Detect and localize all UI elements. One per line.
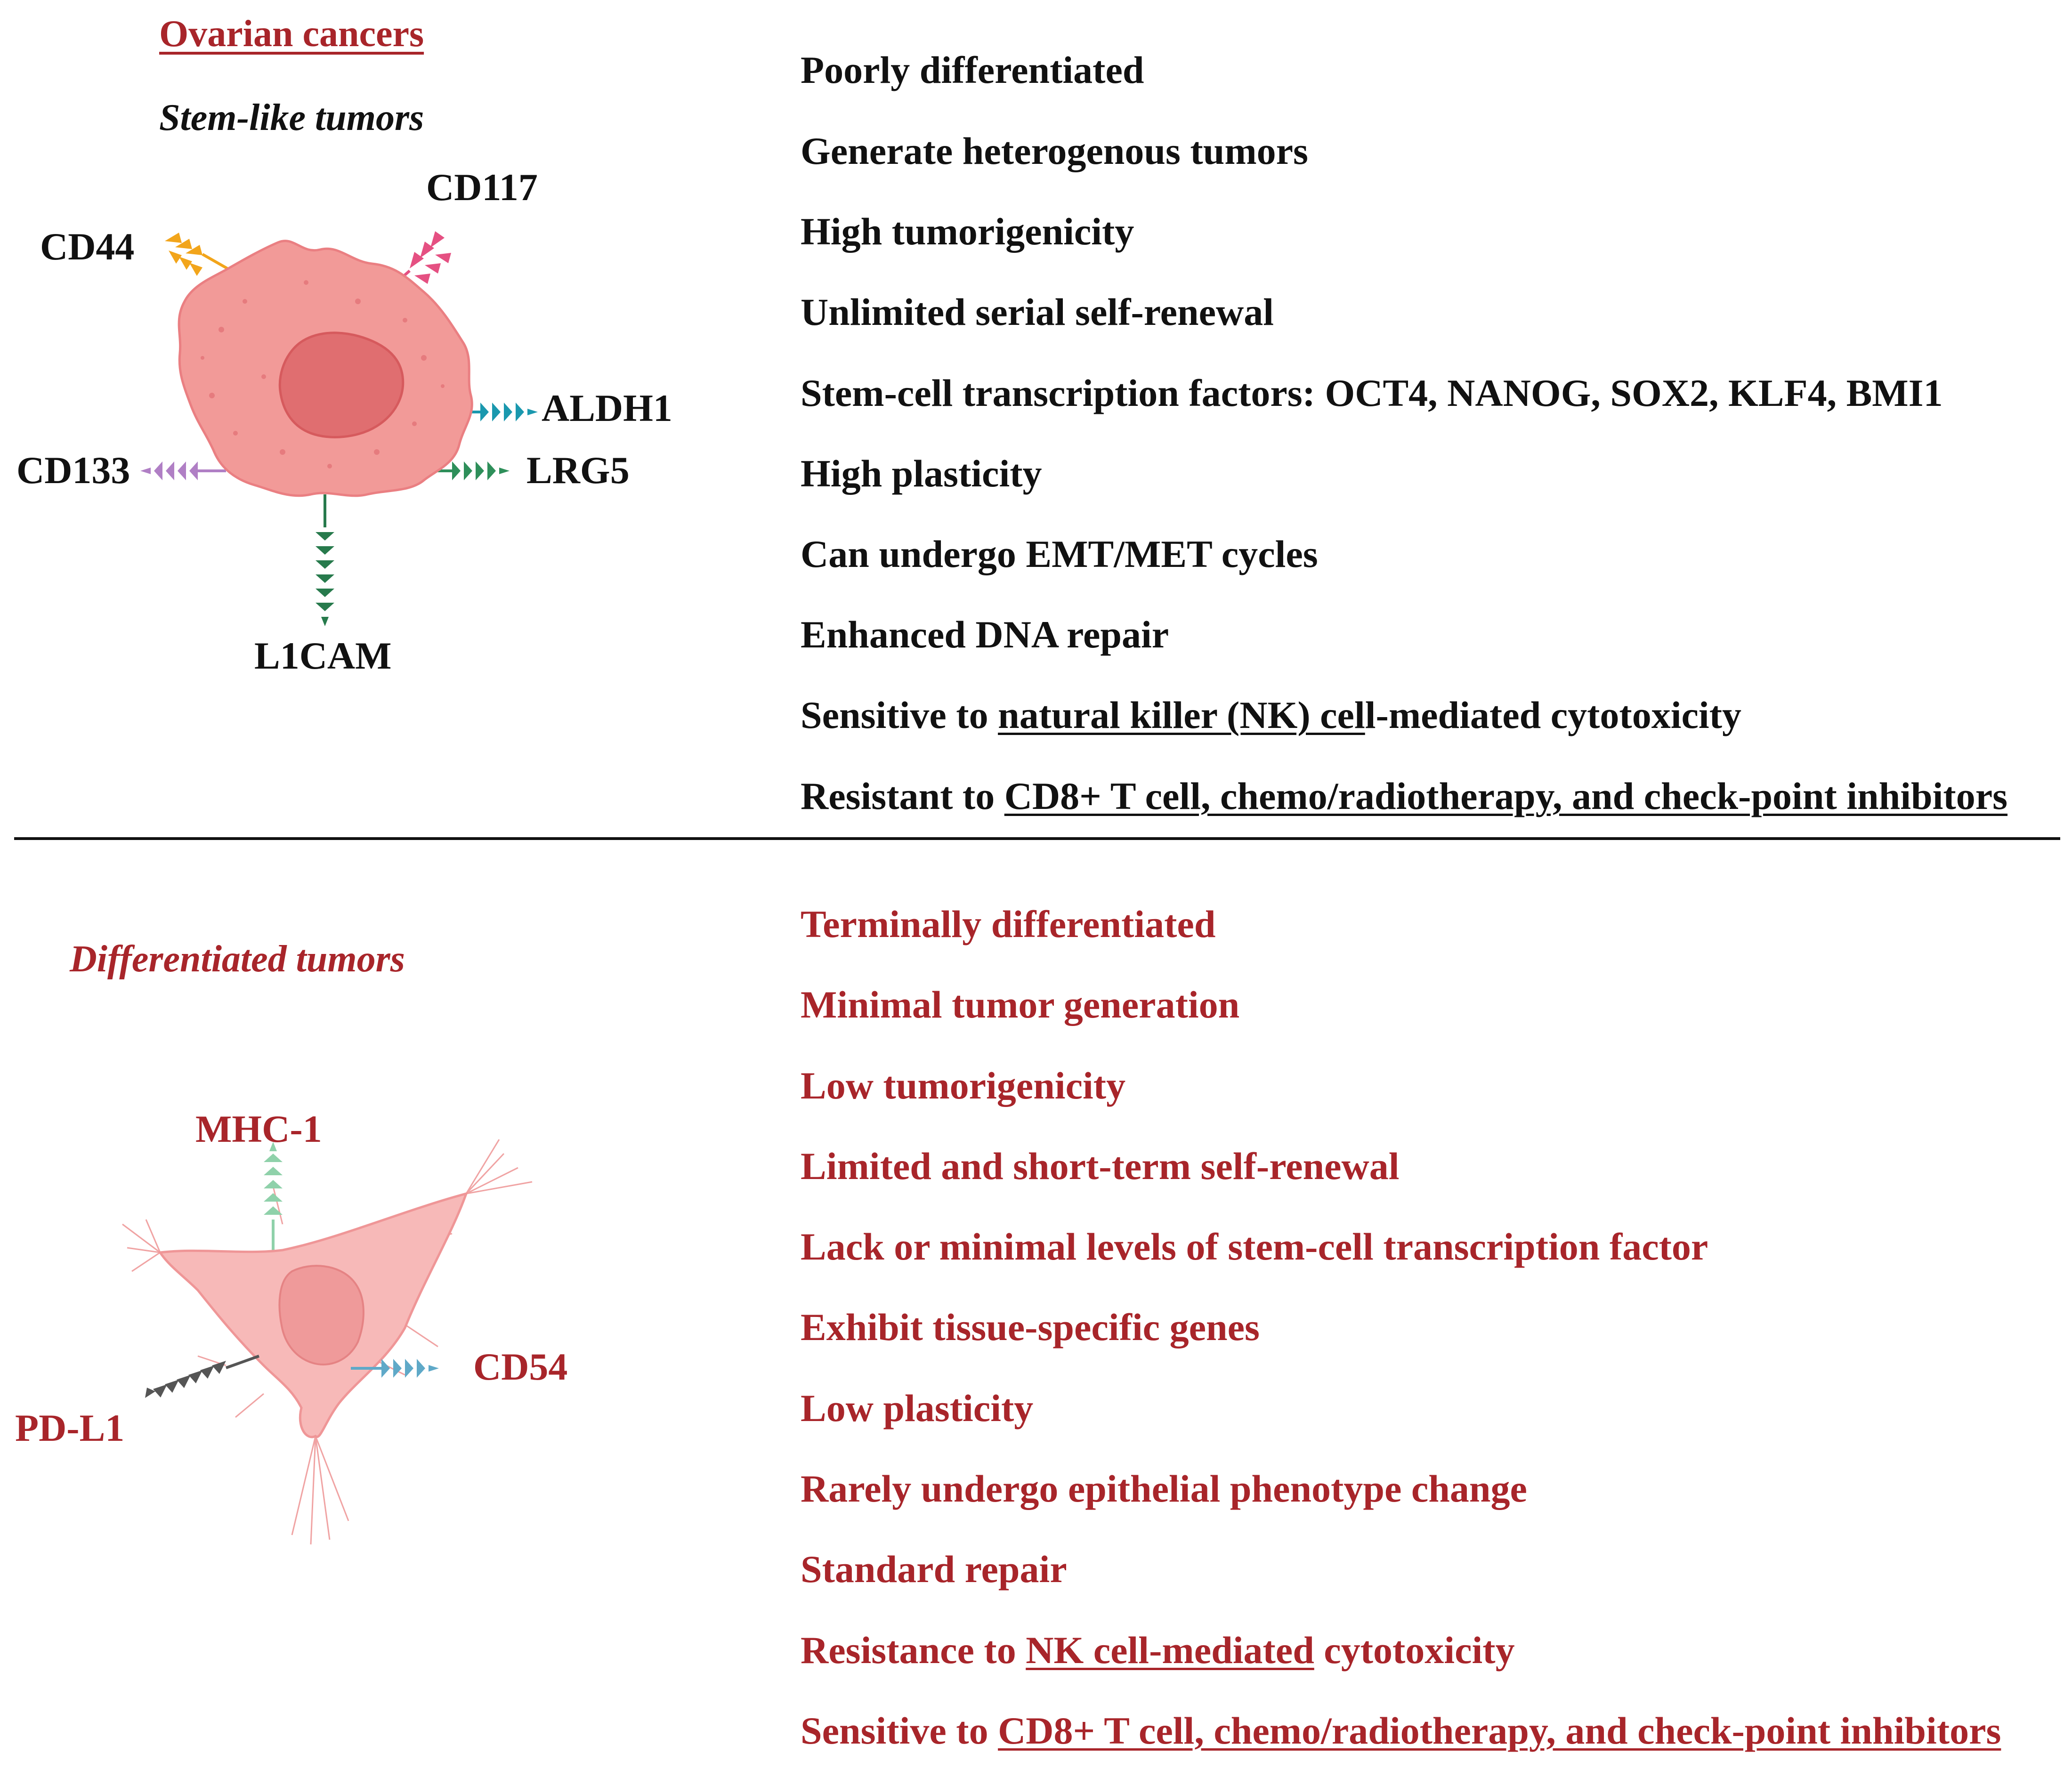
stem-feature-10: Resistant to CD8+ T cell, chemo/radiothe… [801, 777, 2007, 816]
diff-feature-5: Lack or minimal levels of stem-cell tran… [801, 1225, 1708, 1268]
aldh1-receptor [480, 403, 538, 421]
section-divider [14, 837, 2060, 840]
stem-feature-2: Generate heterogenous tumors [801, 129, 1308, 172]
diff-feature-6: Exhibit tissue-specific genes [801, 1306, 1260, 1349]
marker-cd117: CD117 [426, 166, 538, 209]
cd117-receptor [410, 231, 451, 284]
pdl1-stalk [225, 1355, 260, 1369]
stem-feature-6: High plasticity [801, 452, 1042, 495]
marker-l1cam: L1CAM [254, 634, 392, 677]
diff-feature-4: Limited and short-term self-renewal [801, 1145, 1400, 1187]
diff-feature-10-underlined: NK cell-mediated [1026, 1629, 1314, 1672]
diff-feature-10-pre: Resistance to [801, 1629, 1026, 1672]
stem-heading: Stem-like tumors [159, 97, 424, 138]
diff-feature-11-pre: Sensitive to [801, 1709, 998, 1752]
diff-feature-1: Terminally differentiated [801, 903, 1216, 945]
diff-feature-10-post: cytotoxicity [1314, 1629, 1515, 1672]
stem-feature-9-post: l-mediated cytotoxicity [1365, 694, 1741, 736]
marker-aldh1: ALDH1 [542, 387, 672, 429]
marker-pdl1: PD-L1 [15, 1406, 125, 1449]
stem-feature-10-underlined: CD8+ T cell, chemo/radiotherapy, and che… [1004, 775, 2008, 817]
marker-lrg5: LRG5 [526, 449, 630, 492]
lrg5-receptor [452, 461, 510, 480]
stem-feature-4: Unlimited serial self-renewal [801, 291, 1274, 333]
stem-feature-5: Stem-cell transcription factors: OCT4, N… [801, 372, 1943, 414]
stem-feature-3: High tumorigenicity [801, 210, 1134, 253]
differentiated-cell-nucleus [278, 1265, 364, 1365]
marker-cd54: CD54 [473, 1345, 568, 1388]
marker-mhc1: MHC-1 [195, 1107, 322, 1150]
diff-feature-3: Low tumorigenicity [801, 1064, 1126, 1107]
cd54-receptor [381, 1359, 439, 1378]
stem-cell-illustration [140, 231, 538, 626]
mhc1-receptor [264, 1142, 283, 1215]
diff-feature-2: Minimal tumor generation [801, 983, 1240, 1026]
differentiated-cell-illustration [122, 1139, 533, 1545]
diff-feature-7: Low plasticity [801, 1387, 1034, 1430]
cd133-receptor [140, 461, 198, 480]
stem-feature-8: Enhanced DNA repair [801, 613, 1169, 656]
stem-feature-7: Can undergo EMT/MET cycles [801, 533, 1318, 575]
stem-feature-1: Poorly differentiated [801, 48, 1144, 91]
diff-feature-11: Sensitive to CD8+ T cell, chemo/radiothe… [801, 1712, 2001, 1750]
cd44-receptor [165, 233, 202, 276]
stem-feature-10-pre: Resistant to [801, 775, 1004, 817]
diff-feature-11-underlined: CD8+ T cell, chemo/radiotherapy, and che… [998, 1709, 2001, 1752]
marker-cd133: CD133 [16, 449, 130, 492]
stem-cell-nucleus [278, 331, 405, 438]
stem-feature-9: Sensitive to natural killer (NK) cell-me… [801, 696, 1741, 735]
stem-feature-9-pre: Sensitive to [801, 694, 998, 736]
pdl1-receptor [145, 1361, 226, 1398]
figure-title: Ovarian cancers [159, 13, 424, 55]
l1cam-receptor [316, 532, 334, 626]
differentiated-heading: Differentiated tumors [70, 938, 405, 980]
diff-feature-8: Rarely undergo epithelial phenotype chan… [801, 1467, 1527, 1510]
diff-feature-10: Resistance to NK cell-mediated cytotoxic… [801, 1631, 1515, 1670]
marker-cd44: CD44 [40, 225, 135, 268]
diff-feature-9: Standard repair [801, 1548, 1067, 1591]
stem-feature-9-underlined: natural killer (NK) cel [998, 694, 1365, 736]
